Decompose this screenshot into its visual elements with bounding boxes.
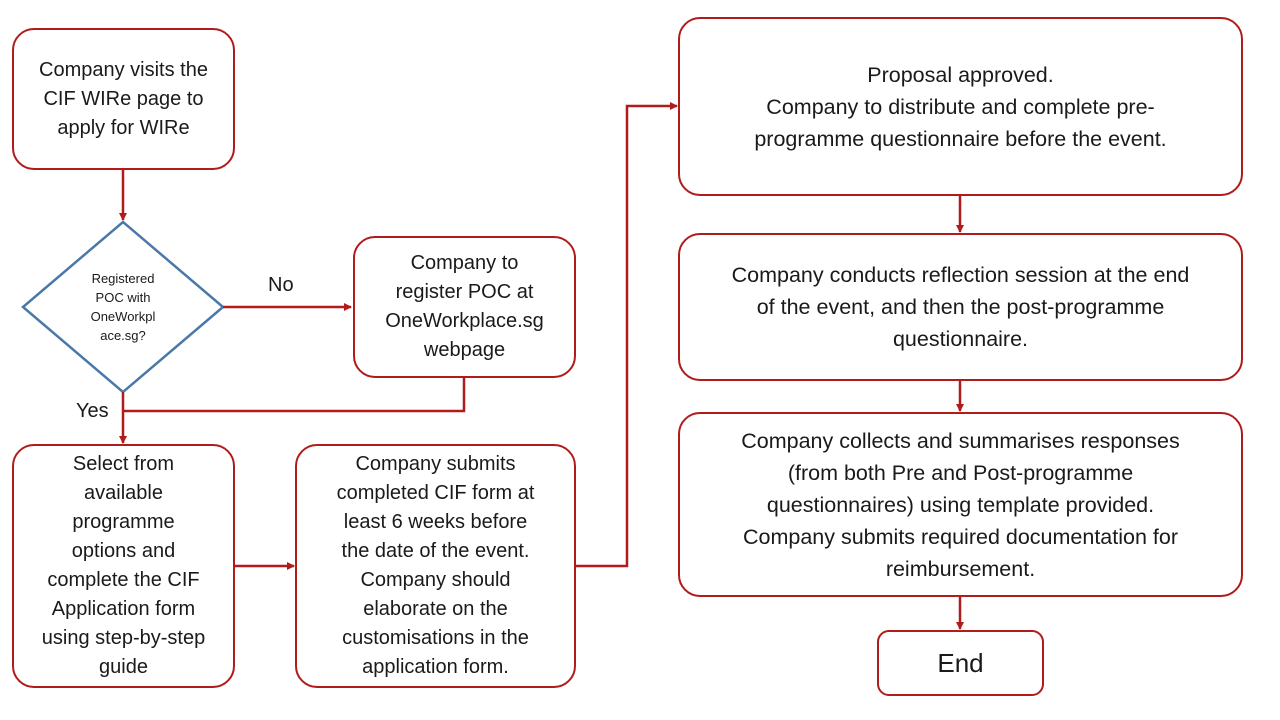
node-reflection-session-text: Company conducts reflection session at t… — [731, 263, 1190, 351]
node-select-programme: Select from available programme options … — [12, 444, 235, 688]
node-reflection-session: Company conducts reflection session at t… — [678, 233, 1243, 381]
arrow-submit-to-approved — [576, 102, 678, 568]
node-select-programme-text: Select from available programme options … — [41, 453, 206, 678]
node-end: End — [877, 630, 1044, 696]
node-submit-form: Company submits completed CIF form at le… — [295, 444, 576, 688]
node-visit-page: Company visits the CIF WIRe page to appl… — [12, 28, 235, 170]
node-collect-responses-text: Company collects and summarises response… — [741, 428, 1180, 581]
node-register-poc: Company to register POC at OneWorkplace.… — [353, 236, 576, 378]
edge-label-yes: Yes — [76, 400, 109, 422]
node-register-poc-text: Company to register POC at OneWorkplace.… — [385, 252, 544, 361]
node-end-text: End — [937, 647, 984, 678]
node-visit-page-text: Company visits the CIF WIRe page to appl… — [39, 58, 208, 139]
node-collect-responses: Company collects and summarises response… — [678, 412, 1243, 597]
decision-text: Registered POC with OneWorkpl ace.sg? — [90, 271, 156, 343]
arrow-register-to-select — [123, 378, 466, 413]
edge-label-no: No — [268, 274, 294, 296]
node-submit-form-text: Company submits completed CIF form at le… — [336, 453, 535, 678]
node-proposal-approved-text: Proposal approved. Company to distribute… — [754, 62, 1167, 151]
node-proposal-approved: Proposal approved. Company to distribute… — [678, 17, 1243, 196]
